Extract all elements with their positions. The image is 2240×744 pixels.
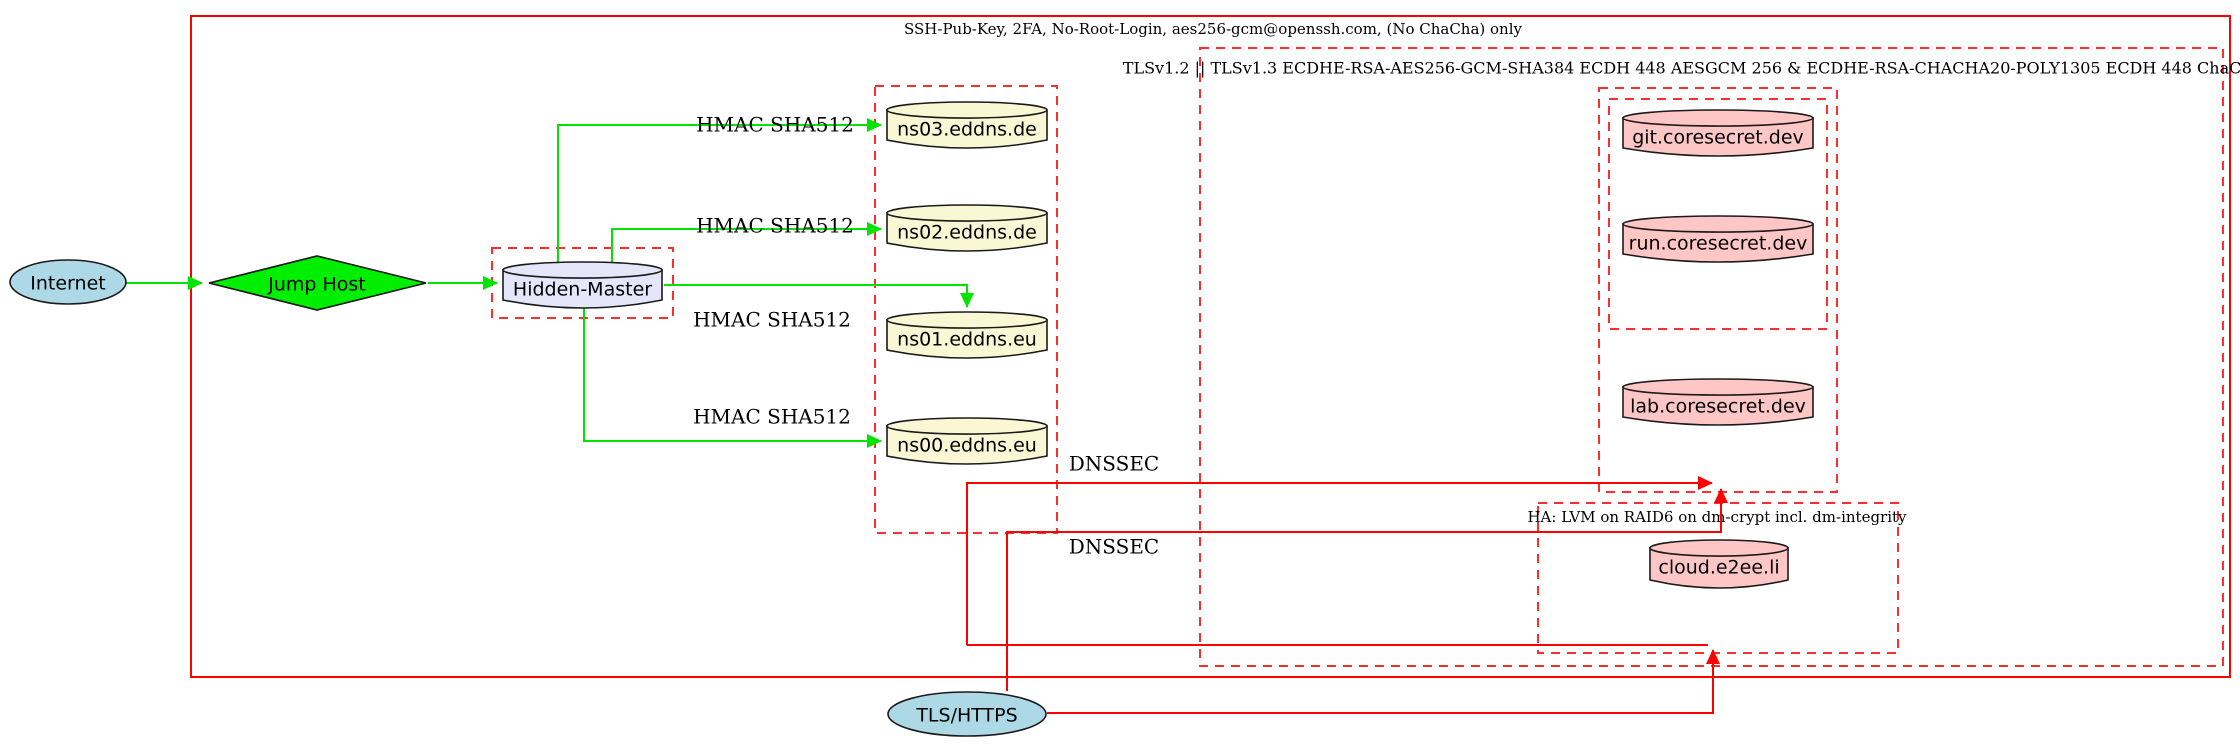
edge-dnssec-lab-cluster-b <box>966 476 1713 645</box>
edge-hiddenmaster-ns03 <box>557 118 882 264</box>
node-run: run.coresecret.dev <box>1622 215 1814 263</box>
node-ns00: ns00.eddns.eu <box>886 417 1048 465</box>
edge-label-dnssec-1: DNSSEC <box>1069 452 1160 476</box>
edge-tlshttps-ha-cluster <box>1047 649 1720 714</box>
svg-text:ns02.eddns.de: ns02.eddns.de <box>897 222 1037 244</box>
node-ns02: ns02.eddns.de <box>886 204 1048 252</box>
node-tls-https: TLS/HTTPS <box>887 691 1047 737</box>
ssh-cluster-label: SSH-Pub-Key, 2FA, No-Root-Login, aes256-… <box>904 20 1523 38</box>
svg-text:ns01.eddns.eu: ns01.eddns.eu <box>897 329 1037 351</box>
svg-text:ns03.eddns.de: ns03.eddns.de <box>897 119 1037 141</box>
edge-label-hmac-ns00: HMAC SHA512 <box>693 405 851 429</box>
tls-cluster-label: TLSv1.2 || TLSv1.3 ECDHE-RSA-AES256-GCM-… <box>1123 59 2240 78</box>
edge-hiddenmaster-ns00 <box>583 308 882 448</box>
node-ns01: ns01.eddns.eu <box>886 311 1048 359</box>
svg-text:Jump Host: Jump Host <box>267 274 366 296</box>
edge-hiddenmaster-ns01 <box>664 284 974 308</box>
edge-hiddenmaster-ns02 <box>611 222 882 264</box>
edge-label-hmac-ns02: HMAC SHA512 <box>696 214 854 238</box>
node-lab: lab.coresecret.dev <box>1622 378 1814 426</box>
tls-cluster-box <box>1199 47 2224 667</box>
nameserver-cluster-box <box>874 85 1058 534</box>
ssh-cluster-box <box>190 15 2231 678</box>
svg-text:cloud.e2ee.li: cloud.e2ee.li <box>1658 557 1779 579</box>
node-git: git.coresecret.dev <box>1622 109 1814 157</box>
svg-text:run.coresecret.dev: run.coresecret.dev <box>1629 233 1808 255</box>
svg-text:Internet: Internet <box>30 273 105 295</box>
svg-text:TLS/HTTPS: TLS/HTTPS <box>915 705 1017 727</box>
edge-label-hmac-ns03: HMAC SHA512 <box>696 113 854 137</box>
ha-cluster-label: HA: LVM on RAID6 on dm-crypt incl. dm-in… <box>1527 508 1907 526</box>
edge-label-hmac-ns01: HMAC SHA512 <box>693 308 851 332</box>
svg-text:Hidden-Master: Hidden-Master <box>513 279 652 301</box>
node-cloud: cloud.e2ee.li <box>1649 539 1789 589</box>
node-hidden-master: Hidden-Master <box>502 261 663 309</box>
svg-text:git.coresecret.dev: git.coresecret.dev <box>1632 127 1804 149</box>
node-jump-host: Jump Host <box>208 255 427 311</box>
node-internet: Internet <box>9 259 127 305</box>
edge-label-dnssec-2: DNSSEC <box>1069 535 1160 559</box>
svg-text:ns00.eddns.eu: ns00.eddns.eu <box>897 435 1037 457</box>
edge-tlshttps-lab-cluster-a <box>1006 488 1728 691</box>
svg-text:lab.coresecret.dev: lab.coresecret.dev <box>1630 396 1806 418</box>
node-ns03: ns03.eddns.de <box>886 101 1048 149</box>
